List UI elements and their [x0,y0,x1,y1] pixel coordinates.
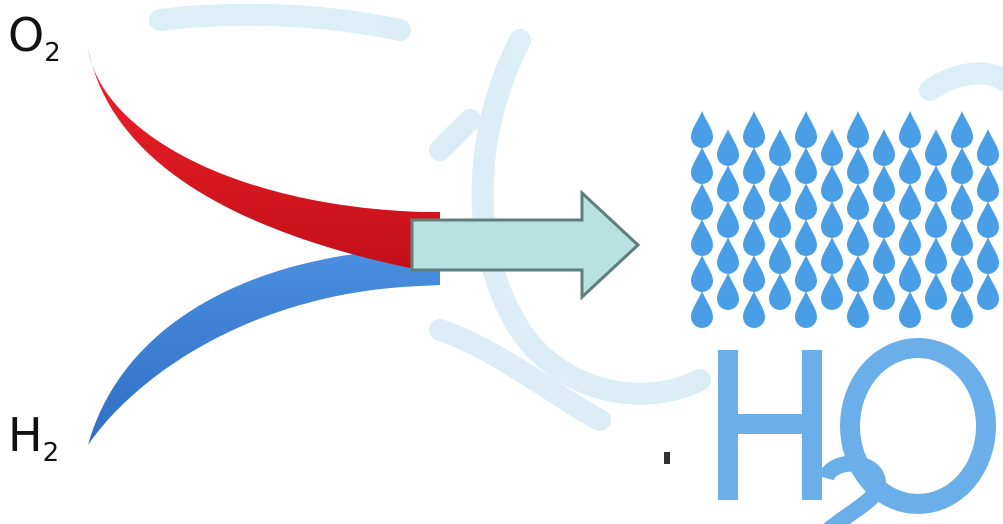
water-droplet-icon [847,219,869,256]
water-formula: H 2 O [700,300,996,524]
water-droplet-icon [899,183,921,220]
water-droplet-icon [821,165,843,202]
water-droplet-icon [769,273,791,310]
water-droplet-icon [795,111,817,148]
water-droplet-icon [821,201,843,238]
water-droplet-icon [717,165,739,202]
water-droplet-icon [691,111,713,148]
stray-mark [664,452,670,464]
oxygen-stream [88,48,440,268]
water-droplet-icon [769,237,791,274]
h2o-o-letter [840,338,996,514]
water-droplet-icon [795,291,817,328]
water-droplet-icon [899,291,921,328]
water-droplet-icon [899,111,921,148]
water-droplet-icon [847,111,869,148]
hydrogen-label: H2 [8,408,60,468]
h2o-subscript [818,455,886,524]
water-droplet-icon [951,219,973,256]
water-droplet-icon [795,219,817,256]
water-droplet-icon [821,237,843,274]
water-droplet-icon [847,183,869,220]
water-droplet-icon [951,147,973,184]
water-droplet-icon [951,255,973,292]
water-droplet-icon [717,129,739,166]
water-droplet-icon [847,291,869,328]
water-droplet-icon [821,273,843,310]
water-droplet-icon [899,219,921,256]
water-droplet-icon [873,201,895,238]
water-droplet-icon [925,273,947,310]
reaction-arrow-icon [410,189,641,301]
water-droplet-icon [873,237,895,274]
water-droplet-icon [951,291,973,328]
hydrogen-stream [88,248,440,445]
water-droplet-icon [717,201,739,238]
water-droplet-icon [977,273,999,310]
water-droplet-icon [691,255,713,292]
water-droplet-icon [795,147,817,184]
water-droplets [691,111,999,328]
water-droplet-icon [899,255,921,292]
water-droplet-icon [873,129,895,166]
water-droplet-icon [847,147,869,184]
water-droplet-icon [977,129,999,166]
water-droplet-icon [951,183,973,220]
water-droplet-icon [769,201,791,238]
water-droplet-icon [873,165,895,202]
water-droplet-icon [925,237,947,274]
water-droplet-icon [717,237,739,274]
water-droplet-icon [691,183,713,220]
water-droplet-icon [795,183,817,220]
water-droplet-icon [691,147,713,184]
water-droplet-icon [977,237,999,274]
oxygen-label: O2 [8,8,61,68]
water-droplet-icon [899,147,921,184]
water-droplet-icon [977,165,999,202]
water-droplet-icon [743,111,765,148]
water-droplet-icon [769,129,791,166]
water-droplet-icon [795,255,817,292]
water-droplet-icon [821,129,843,166]
water-droplet-icon [717,273,739,310]
water-droplet-icon [847,255,869,292]
water-droplet-icon [743,183,765,220]
water-droplet-icon [743,147,765,184]
water-droplet-icon [769,165,791,202]
water-droplet-icon [873,273,895,310]
water-droplet-icon [743,219,765,256]
water-droplet-icon [977,201,999,238]
water-droplet-icon [925,129,947,166]
h2o-o-text: O [700,300,701,301]
water-droplet-icon [951,111,973,148]
water-droplet-icon [743,255,765,292]
water-droplet-icon [925,201,947,238]
water-droplet-icon [743,291,765,328]
water-droplet-icon [691,291,713,328]
water-droplet-icon [691,219,713,256]
water-droplet-icon [925,165,947,202]
